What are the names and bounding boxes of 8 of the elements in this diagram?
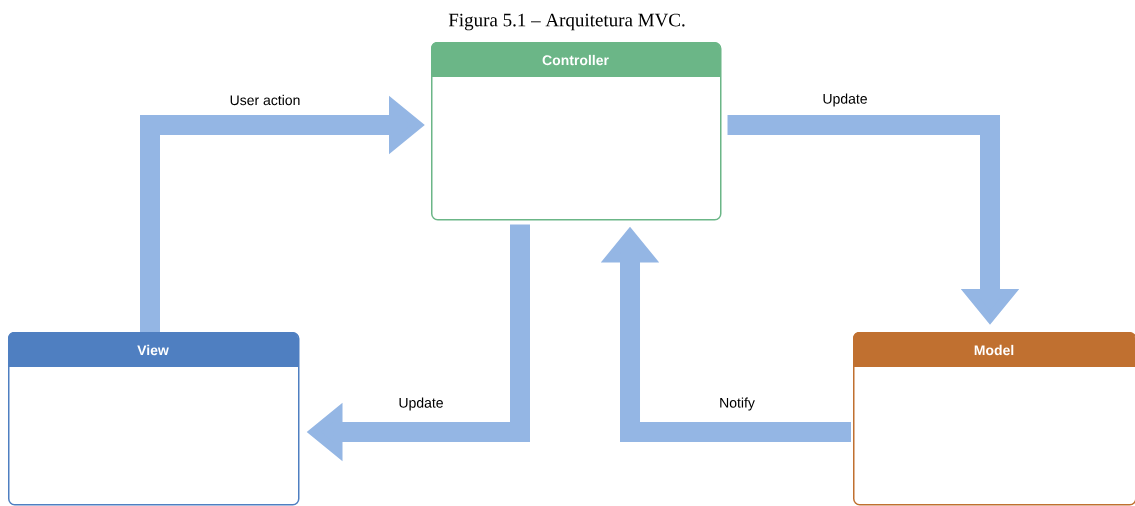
window-box: Controller xyxy=(431,42,722,221)
edge-label: User action xyxy=(228,93,302,107)
figure-caption: Figura 5.1 – Arquitetura MVC. xyxy=(448,13,685,31)
edge-label: Update xyxy=(821,92,869,108)
window-box: Model xyxy=(853,332,1135,506)
edge-label: Notify xyxy=(718,396,756,412)
edge-label: Update xyxy=(397,396,445,412)
window-box: View xyxy=(8,332,300,506)
